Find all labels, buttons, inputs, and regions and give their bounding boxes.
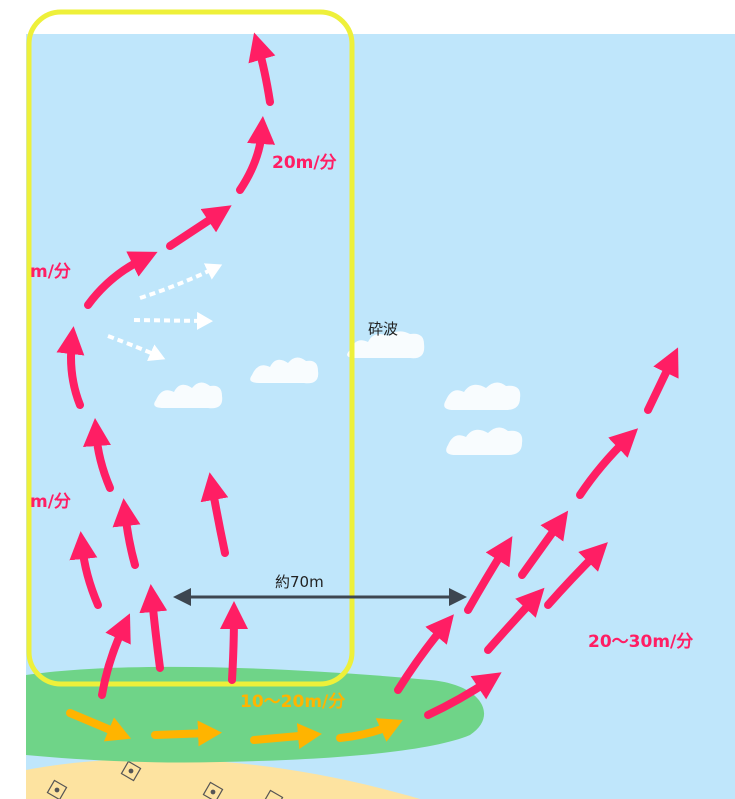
rip-current-arrows [56, 32, 679, 719]
distance-label: 約70m [275, 573, 324, 591]
speed-label-left-upper: m/分 [30, 262, 71, 282]
longshore-current-arrows [66, 709, 403, 750]
sandbar [26, 666, 485, 763]
highlight-frame [26, 9, 355, 687]
speed-label-left-lower: m/分 [30, 492, 71, 512]
breaking-wave-foam [154, 331, 523, 455]
speed-label-longshore: 10～20m/分 [240, 692, 345, 712]
speed-label-right: 20～30m/分 [588, 632, 693, 652]
dotted-outflow-arrows [107, 263, 223, 361]
speed-label-top: 20m/分 [272, 153, 337, 173]
breaking-wave-label: 砕波 [368, 320, 398, 338]
beach-marks [46, 760, 284, 799]
